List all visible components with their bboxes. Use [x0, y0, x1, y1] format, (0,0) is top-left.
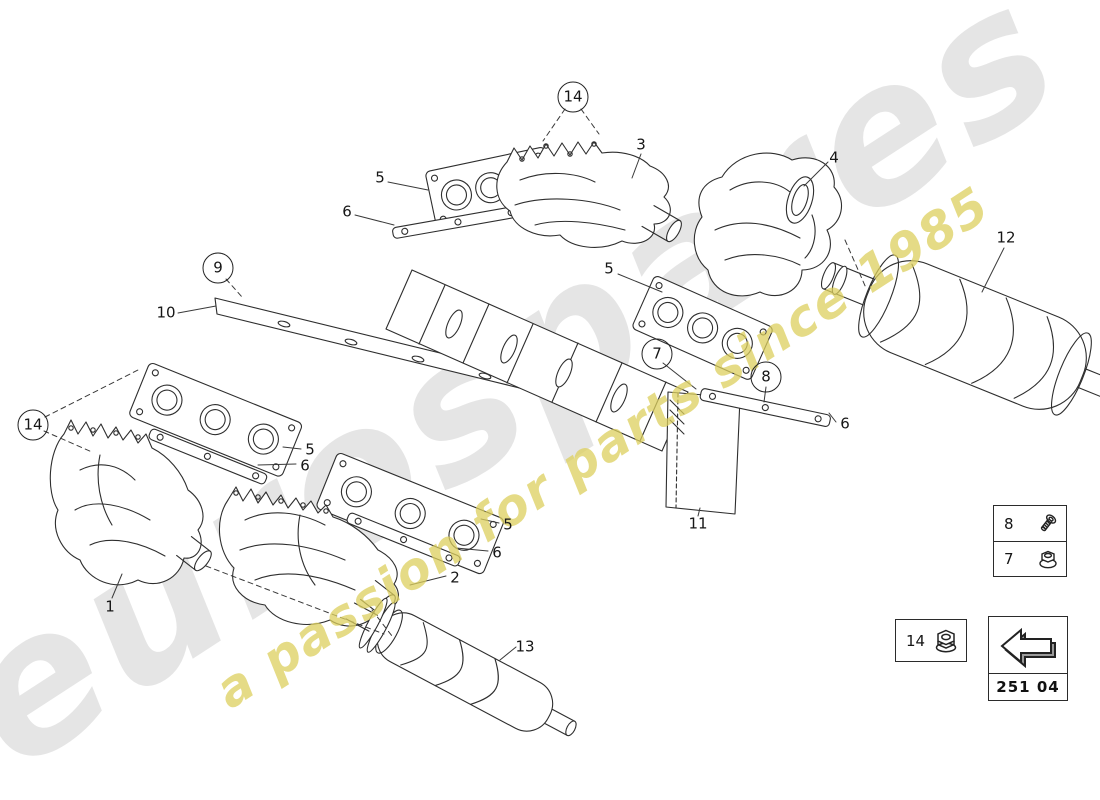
flange-nut-icon — [935, 629, 957, 652]
direction-arrow-icon — [1000, 627, 1056, 668]
part-code-block: 251 04 — [988, 616, 1068, 701]
fastener-label: 7 — [1004, 550, 1014, 568]
callout-1: 1 — [105, 597, 115, 616]
callout-7: 7 — [641, 338, 673, 370]
nut14-label: 14 — [906, 631, 926, 650]
callout-11: 11 — [688, 514, 708, 533]
callout-5: 5 — [604, 259, 614, 278]
callout-4: 4 — [829, 148, 839, 167]
part-code-box: 251 04 — [988, 674, 1068, 701]
nut14-legend: 14 — [895, 619, 967, 662]
callout-2: 2 — [450, 568, 460, 587]
callout-6: 6 — [492, 543, 502, 562]
callout-6: 6 — [342, 202, 352, 221]
callout-6: 6 — [840, 414, 850, 433]
callout-6: 6 — [300, 456, 310, 475]
callout-5: 5 — [375, 168, 385, 187]
callout-10: 10 — [156, 303, 176, 322]
fastener-row-nut: 7 — [994, 541, 1066, 576]
nut-icon — [1039, 550, 1057, 569]
part-code: 251 04 — [996, 678, 1060, 696]
fastener-legend: 8 7 — [993, 505, 1067, 577]
fastener-row-bolt: 8 — [994, 506, 1066, 541]
callout-14: 14 — [17, 409, 49, 441]
bolt-icon — [1040, 513, 1057, 531]
callout-9: 9 — [202, 252, 234, 284]
callout-12: 12 — [996, 228, 1016, 247]
direction-arrow-box — [988, 616, 1068, 674]
callout-3: 3 — [636, 135, 646, 154]
callout-5: 5 — [503, 515, 513, 534]
callout-14: 14 — [557, 81, 589, 113]
fastener-label: 8 — [1004, 514, 1014, 533]
callout-8: 8 — [750, 361, 782, 393]
callout-5: 5 — [305, 440, 315, 459]
callout-13: 13 — [515, 637, 535, 656]
